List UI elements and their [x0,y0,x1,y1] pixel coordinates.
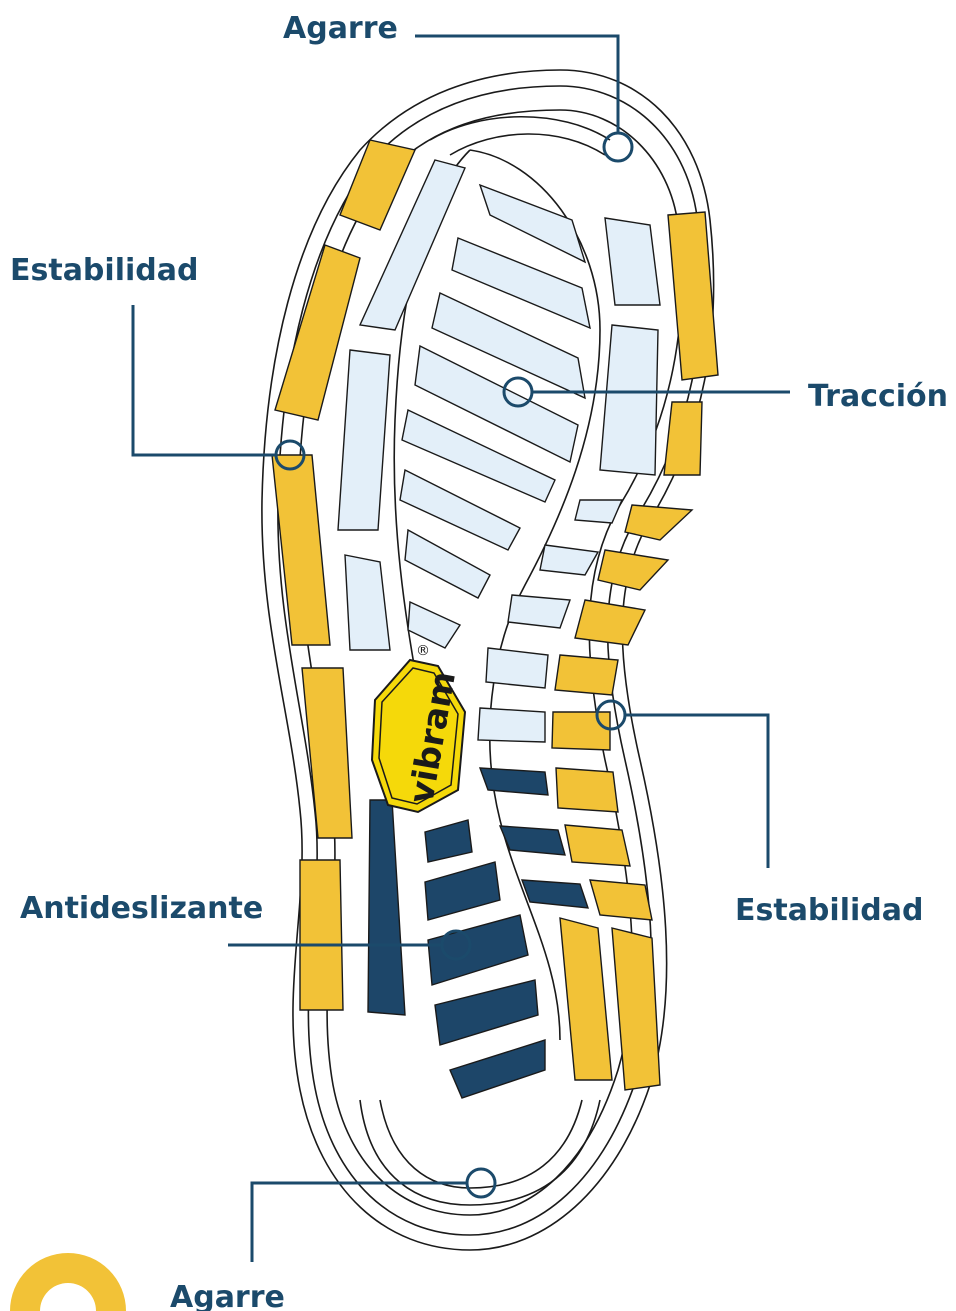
label-traction: Tracción [808,379,948,414]
label-top-grip: Agarre [283,11,398,46]
label-left-stability: Estabilidad [10,253,198,288]
traction-lugs [338,160,660,742]
top-grip-marker [604,133,632,161]
label-antislip: Antideslizante [20,891,263,926]
callout-bottom-grip: Agarre [170,1169,495,1311]
callout-left-stability: Estabilidad [10,253,304,469]
label-right-stability: Estabilidad [735,893,923,928]
callout-antislip: Antideslizante [20,891,470,959]
vibram-logo: vibram ® [372,643,465,812]
bottom-grip-marker [467,1169,495,1197]
registered-mark: ® [416,643,430,659]
label-bottom-grip: Agarre [170,1280,285,1311]
corner-badge [10,1253,126,1311]
antislip-lugs [368,768,588,1098]
